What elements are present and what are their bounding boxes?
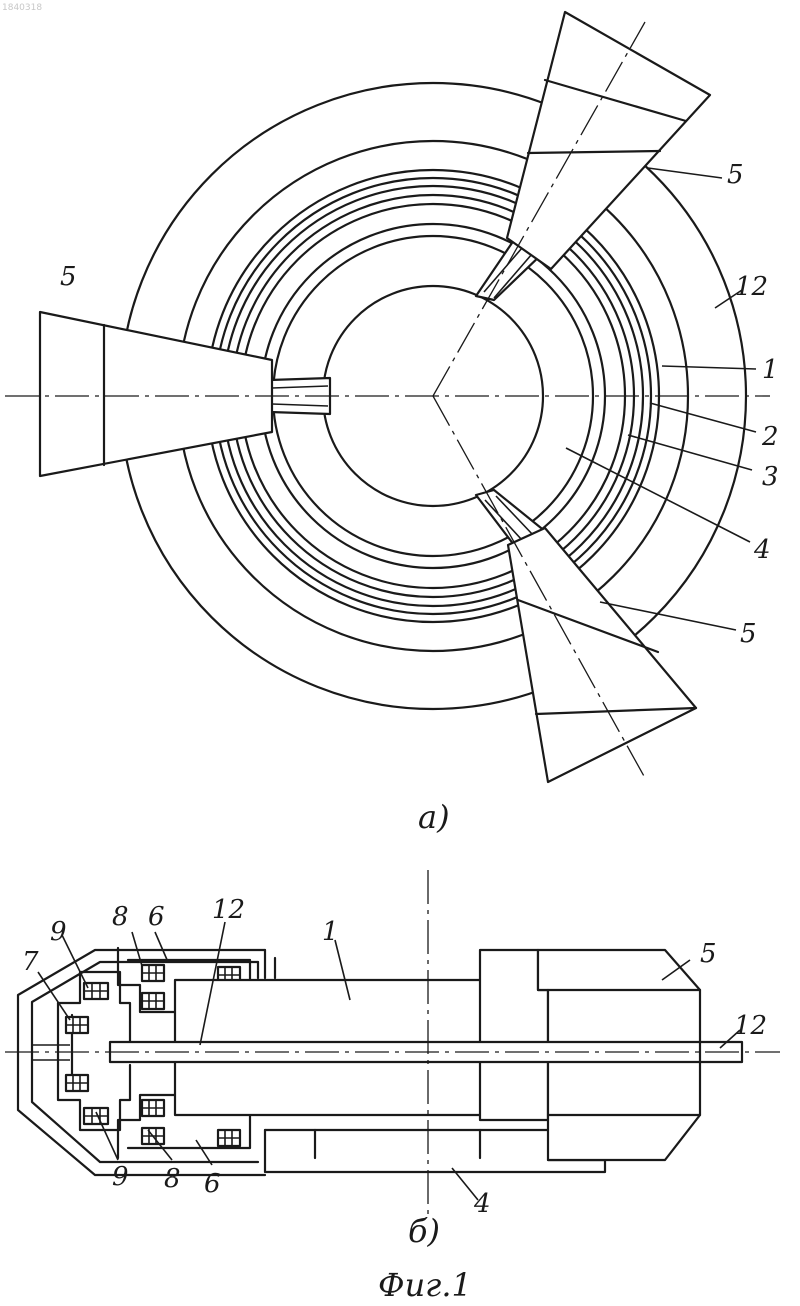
leader-5-top: [648, 168, 722, 178]
label-1: 1: [762, 355, 779, 385]
caption-a: a): [418, 798, 450, 836]
view-a-cross-section: 5 5 12 1 2 3 4 5 a): [5, 12, 779, 836]
axis-upper: [433, 22, 645, 396]
label-5-top: 5: [727, 160, 744, 190]
label-7: 7: [22, 947, 39, 977]
label-8-top: 8: [112, 902, 129, 932]
leader-3: [628, 435, 752, 470]
leader-2: [650, 403, 756, 432]
view-b-side-section: 8 6 12 1 5 9 7 12 9 8 6 4 б): [5, 870, 780, 1250]
document-stamp: 1840318: [2, 3, 42, 13]
leader-6-top: [155, 932, 168, 962]
label-2: 2: [761, 422, 779, 452]
pole-piece-5-bottom: [508, 528, 696, 782]
label-5-b: 5: [700, 939, 717, 969]
label-12-right: 12: [734, 1011, 767, 1041]
label-6-bottom: 6: [204, 1169, 221, 1199]
figure-caption: Фиг.1: [378, 1266, 472, 1304]
label-4-b: 4: [473, 1189, 491, 1219]
label-9-top: 9: [50, 917, 67, 947]
pole-piece-5-top: [507, 12, 710, 269]
label-12: 12: [735, 272, 768, 302]
label-12-top: 12: [212, 895, 245, 925]
label-1-b: 1: [322, 917, 339, 947]
label-5-bottom: 5: [740, 619, 757, 649]
label-9-bottom: 9: [112, 1162, 129, 1192]
label-6-top: 6: [148, 902, 165, 932]
label-4: 4: [753, 535, 771, 565]
label-8-bottom: 8: [164, 1164, 181, 1194]
caption-b: б): [408, 1212, 440, 1250]
label-5-left: 5: [60, 262, 77, 292]
label-3: 3: [762, 462, 779, 492]
leader-1: [662, 366, 756, 369]
pole-piece-5-left: [40, 312, 272, 476]
